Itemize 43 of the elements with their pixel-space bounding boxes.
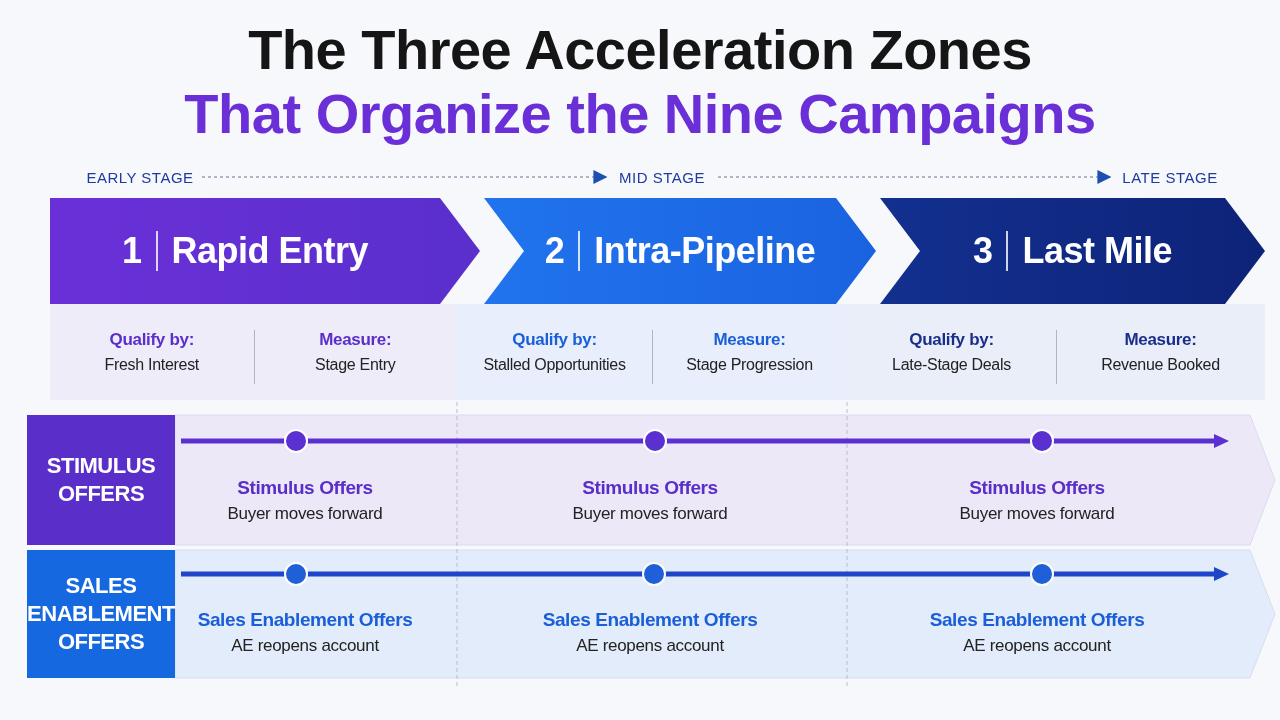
offer-title: Stimulus Offers — [969, 476, 1105, 499]
zone-banner — [50, 198, 480, 304]
criteria-heading: Measure: — [319, 330, 392, 350]
zone-title: Last Mile — [1006, 231, 1173, 271]
offer-title: Sales Enablement Offers — [542, 608, 758, 631]
stage-label: MID STAGE — [612, 166, 712, 188]
arrow — [717, 170, 1112, 184]
zone-banner — [880, 198, 1265, 304]
criteria-value: Revenue Booked — [1101, 356, 1220, 374]
offer-title: Sales Enablement Offers — [197, 608, 413, 631]
offer-title: Stimulus Offers — [237, 476, 373, 499]
zone-number: 2 — [544, 230, 566, 272]
zone-number: 1 — [121, 230, 143, 272]
row-header: SALES ENABLEMENT OFFERS — [27, 550, 175, 678]
criteria-value: Stage Progression — [686, 356, 813, 374]
row-header: STIMULUS OFFERS — [27, 415, 175, 545]
offer-description: Buyer moves forward — [959, 503, 1115, 524]
criteria-heading: Measure: — [713, 330, 786, 350]
criteria-panel — [847, 304, 1265, 400]
criteria-heading: Qualify by: — [512, 330, 597, 350]
zone-title: Rapid Entry — [155, 231, 369, 271]
offer-title: Sales Enablement Offers — [929, 608, 1145, 631]
criteria-panel — [457, 304, 847, 400]
arrow — [201, 170, 608, 184]
offer-description: Buyer moves forward — [227, 503, 383, 524]
stage-label: EARLY STAGE — [84, 166, 196, 188]
criteria-value: Stalled Opportunities — [483, 356, 626, 374]
offer-description: AE reopens account — [963, 635, 1111, 656]
offer-description: AE reopens account — [576, 635, 724, 656]
stage-label: LATE STAGE — [1116, 166, 1224, 188]
zone-title: Intra-Pipeline — [578, 231, 816, 271]
offer-description: AE reopens account — [231, 635, 379, 656]
criteria-value: Late-Stage Deals — [892, 356, 1011, 374]
criteria-heading: Qualify by: — [909, 330, 994, 350]
offer-title: Stimulus Offers — [582, 476, 718, 499]
criteria-value: Stage Entry — [315, 356, 396, 374]
title: The Three Acceleration Zones That Organize the Nine Campaigns — [183, 18, 1097, 146]
offer-description: Buyer moves forward — [572, 503, 728, 524]
zone-banner — [484, 198, 876, 304]
zone-number: 3 — [972, 230, 994, 272]
criteria-heading: Qualify by: — [109, 330, 195, 350]
criteria-value: Fresh Interest — [104, 356, 199, 374]
criteria-heading: Measure: — [1124, 330, 1197, 350]
